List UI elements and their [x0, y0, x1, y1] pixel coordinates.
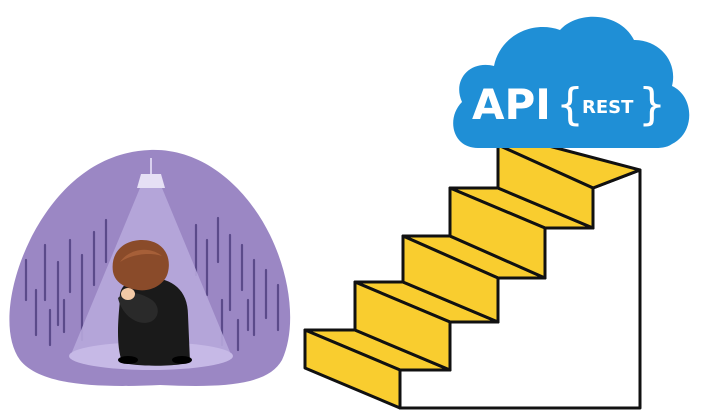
person-shoe-left: [118, 356, 138, 364]
cloud-rest-text: REST: [582, 97, 634, 118]
api-rest-cloud: API { REST }: [453, 16, 690, 148]
staircase-illustration: [303, 143, 642, 410]
person-shoe-right: [172, 356, 192, 364]
stair-step-2-riser: [353, 280, 452, 372]
person-hand: [121, 288, 135, 300]
person-hair-shadow: [120, 249, 162, 262]
rain-lines: [24, 216, 280, 352]
stair-step-3-riser: [401, 234, 500, 324]
stair-step-1-riser: [303, 328, 402, 410]
cloud-shape: [453, 16, 690, 148]
cloud-brace-open: {: [556, 79, 584, 130]
sad-person-illustration: [9, 149, 291, 386]
person-arm: [118, 292, 158, 323]
stair-step-5-riser: [496, 143, 595, 230]
stair-step-4-riser: [448, 186, 547, 280]
cloud-brace-close: }: [638, 79, 666, 130]
lamp-shade-icon: [137, 174, 165, 188]
person-hair: [112, 240, 169, 291]
cloud-api-text: API: [472, 80, 551, 129]
